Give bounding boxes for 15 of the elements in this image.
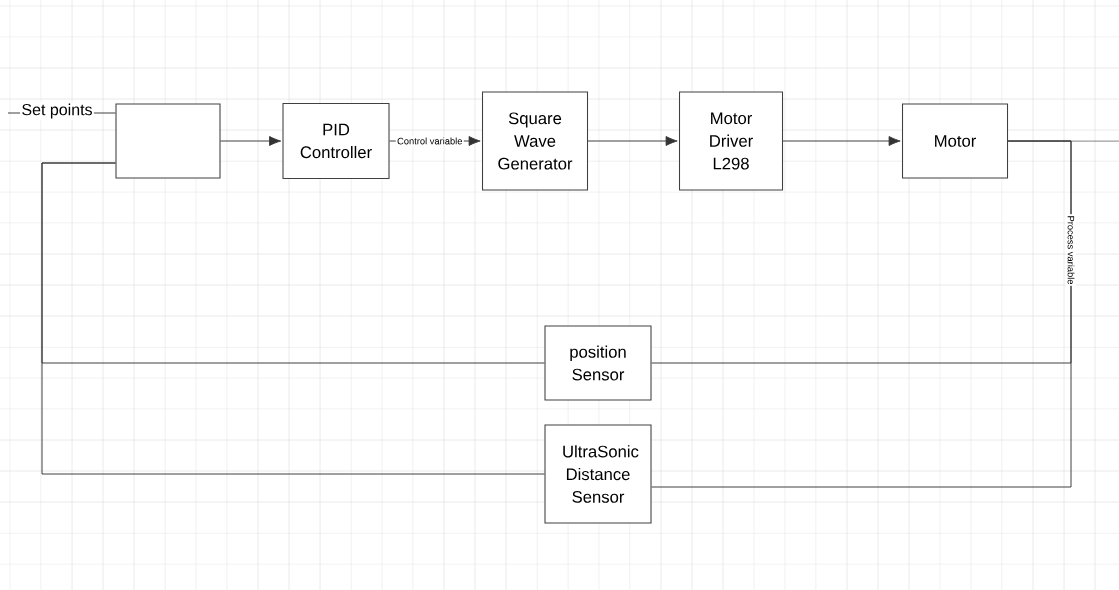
arrow [587, 136, 678, 146]
process-box: Motor Driver L298 [678, 91, 784, 191]
process-box: Square Wave Generator [481, 91, 589, 191]
process-box: PID Controller [282, 102, 390, 180]
edge-label: Set points [20, 102, 94, 120]
process-box: position Sensor [544, 325, 652, 401]
arrow [782, 136, 901, 146]
arrow [220, 136, 282, 146]
summing-box [115, 103, 221, 179]
connector-line [651, 140, 1072, 488]
edge-label: Control variable [395, 136, 464, 146]
process-box: UltraSonic Distance Sensor [544, 424, 652, 524]
process-box: Motor [901, 103, 1009, 179]
edge-label: Process variable [1066, 214, 1076, 286]
connector-line [41, 162, 545, 475]
